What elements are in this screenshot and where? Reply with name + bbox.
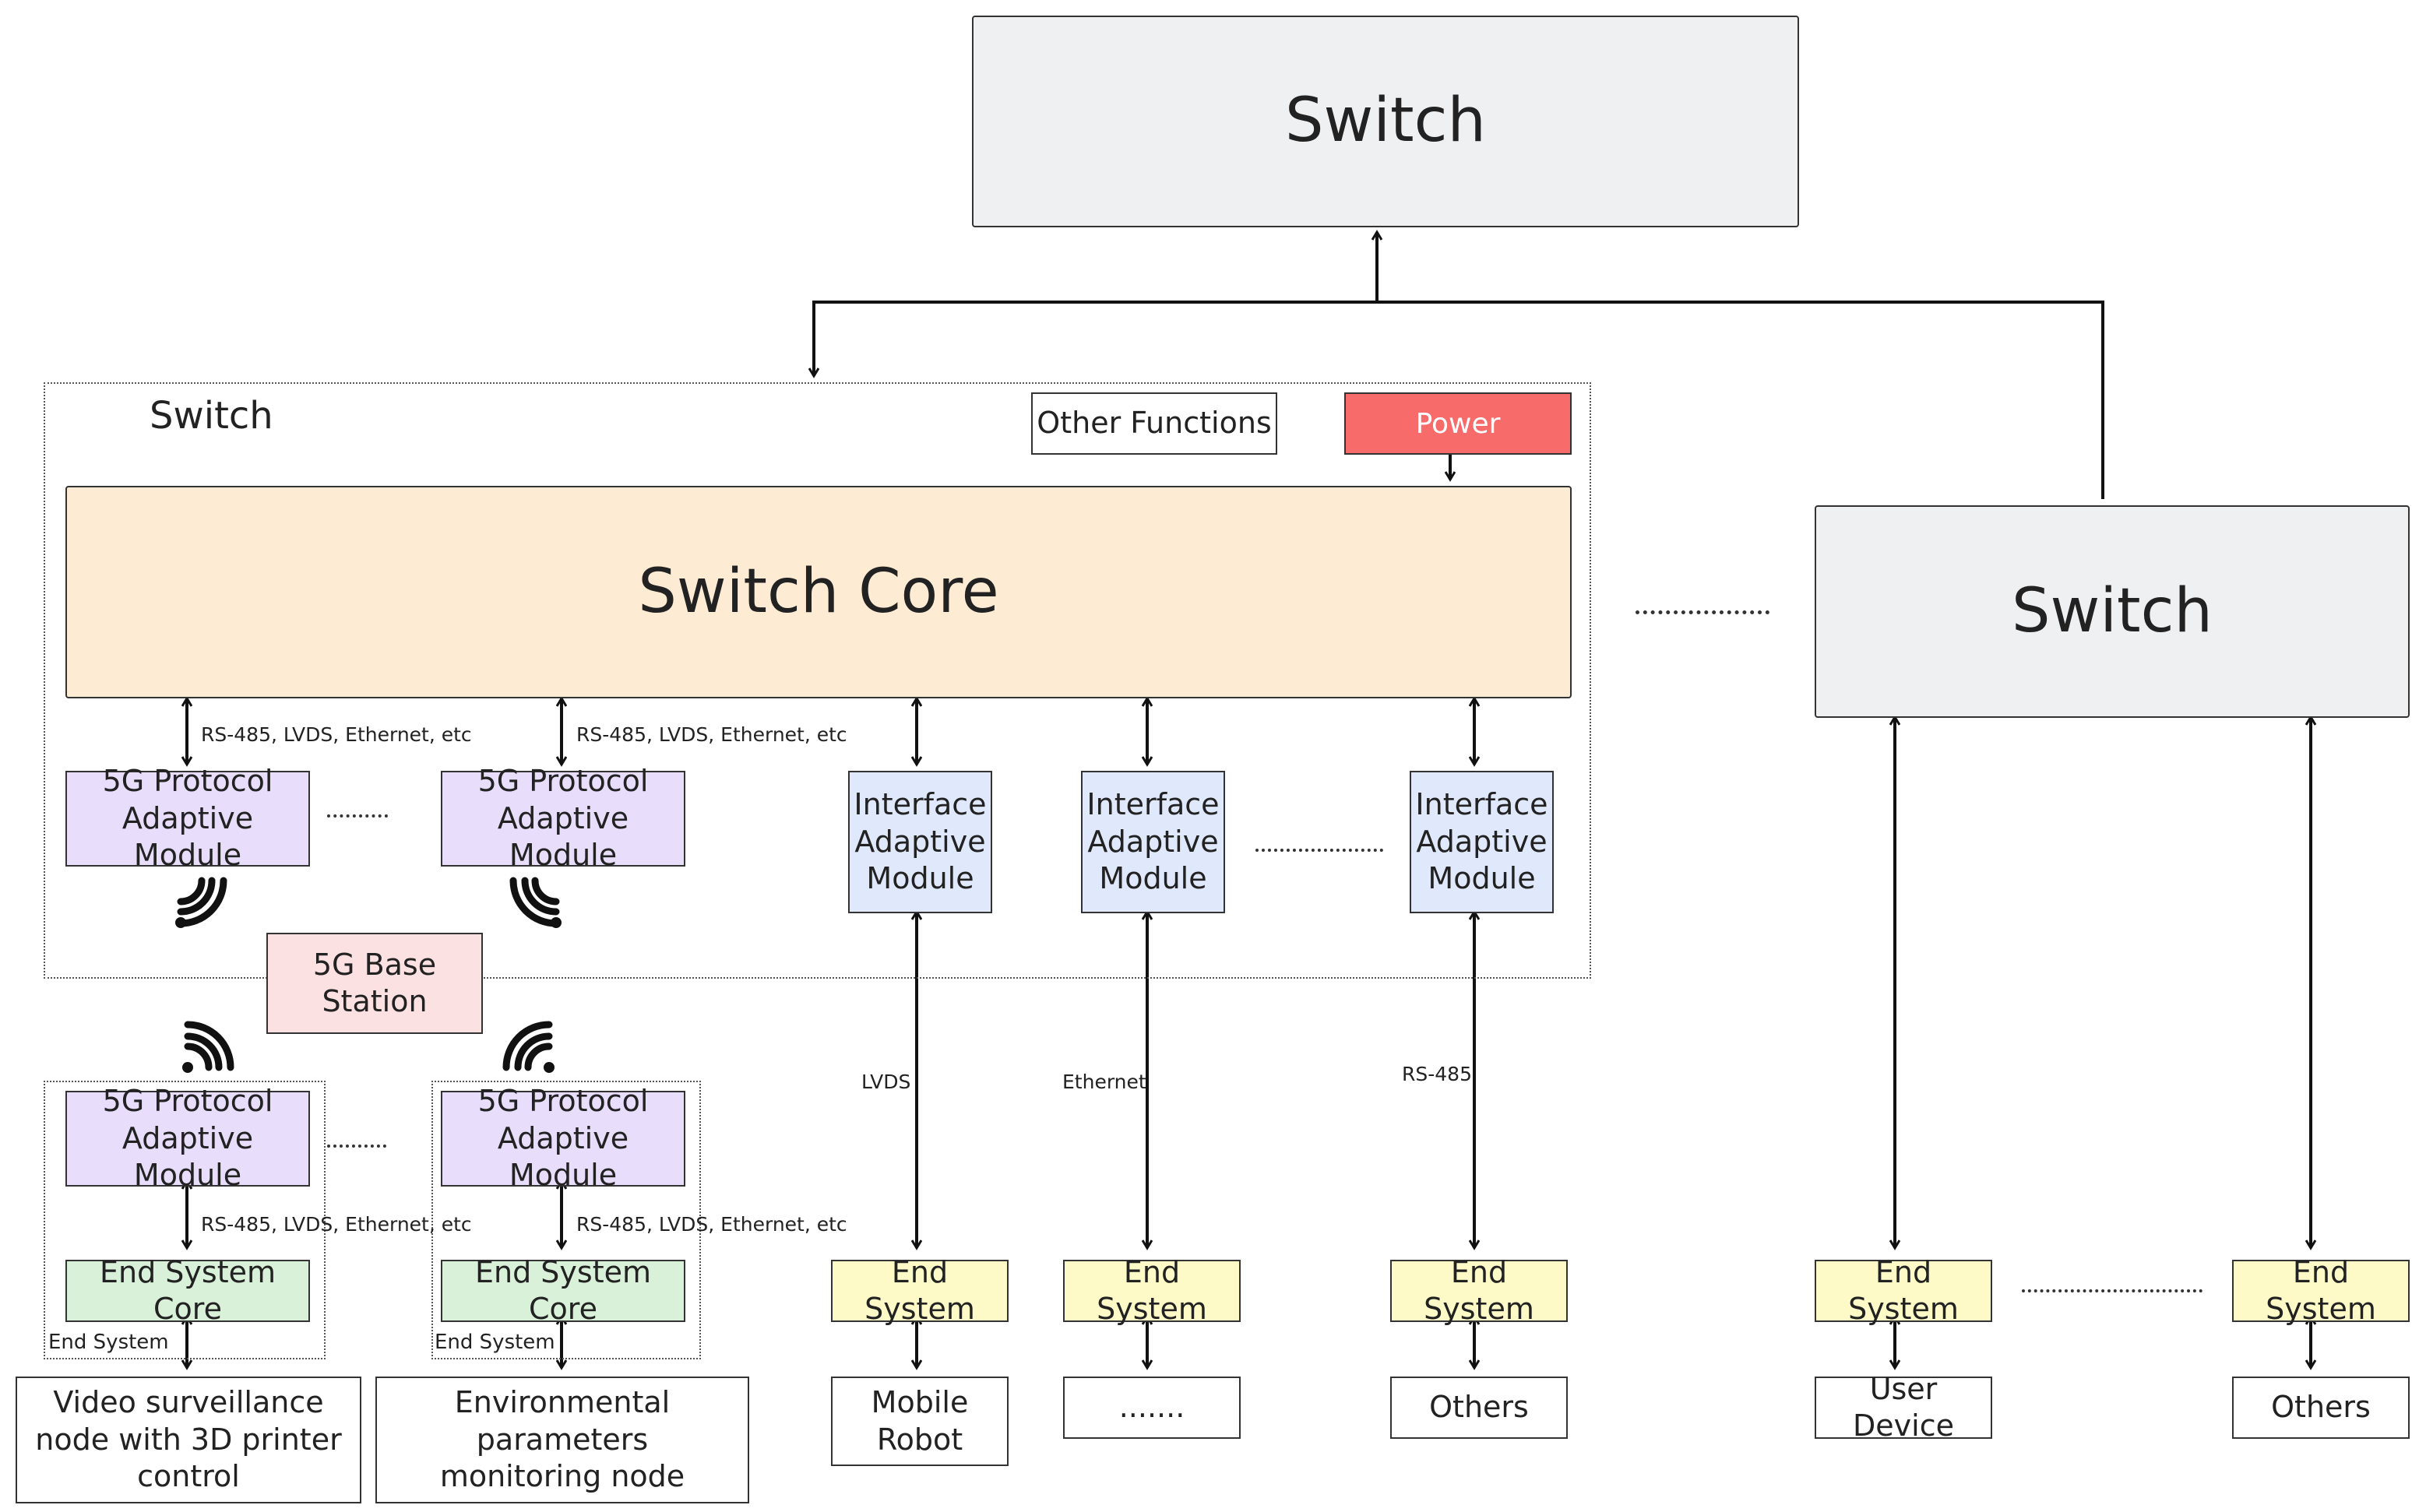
wireless-icon [175, 877, 227, 928]
5g-protocol-module-lower-right[interactable]: 5G Protocol Adaptive Module [441, 1084, 685, 1192]
end-system-frame-label: End System [48, 1331, 169, 1354]
main-switch-frame [44, 382, 1591, 979]
user-device-box[interactable]: User Device [1815, 1372, 1992, 1443]
ellipsis-dots [327, 1145, 386, 1148]
mobile-robot-box[interactable]: Mobile Robot [831, 1377, 1009, 1466]
end-system-core-left[interactable]: End System Core [65, 1255, 310, 1326]
end-system-1[interactable]: End System [831, 1255, 1009, 1326]
interface-module-3[interactable]: Interface Adaptive Module [1410, 771, 1554, 913]
top-switch[interactable]: Switch [972, 16, 1799, 227]
other-functions-box[interactable]: Other Functions [1031, 392, 1277, 455]
ellipsis-dots [1636, 610, 1769, 614]
ellipsis-device-box[interactable]: ....... [1063, 1377, 1241, 1439]
wireless-icon [509, 877, 562, 928]
others-device-box[interactable]: Others [1390, 1377, 1568, 1439]
switch-core[interactable]: Switch Core [65, 486, 1572, 698]
5g-base-station[interactable]: 5G Base Station [266, 933, 483, 1034]
wireless-icon [502, 1021, 555, 1073]
end-system-core-right[interactable]: End System Core [441, 1255, 685, 1326]
link-label: RS-485, LVDS, Ethernet, etc [576, 1213, 847, 1236]
power-box[interactable]: Power [1344, 392, 1572, 455]
end-system-5[interactable]: End System [2232, 1255, 2410, 1326]
ellipsis-dots [2022, 1289, 2202, 1292]
5g-protocol-module-upper-right[interactable]: 5G Protocol Adaptive Module [441, 764, 685, 872]
ellipsis-dots [1255, 849, 1383, 852]
end-system-4[interactable]: End System [1815, 1255, 1992, 1326]
main-switch-label: Switch [150, 394, 273, 438]
link-label: RS-485, LVDS, Ethernet, etc [201, 723, 472, 746]
end-system-frame-left [44, 1081, 326, 1359]
link-label: RS-485, LVDS, Ethernet, etc [576, 723, 847, 746]
link-label: RS-485, LVDS, Ethernet, etc [201, 1213, 472, 1236]
environmental-monitoring-node[interactable]: Environmental parameters monitoring node [375, 1377, 749, 1503]
end-system-2[interactable]: End System [1063, 1255, 1241, 1326]
link-label-lvds: LVDS [861, 1071, 911, 1093]
uplink-bus-line [814, 301, 2104, 499]
others-device-box[interactable]: Others [2232, 1377, 2410, 1439]
end-system-frame-right [431, 1081, 701, 1359]
end-system-frame-label: End System [435, 1331, 555, 1354]
5g-protocol-module-upper-left[interactable]: 5G Protocol Adaptive Module [65, 764, 310, 872]
interface-module-1[interactable]: Interface Adaptive Module [848, 771, 992, 913]
link-label-ethernet: Ethernet [1062, 1071, 1146, 1093]
link-label-rs485: RS-485 [1402, 1063, 1472, 1085]
video-surveillance-node[interactable]: Video surveillance node with 3D printer … [16, 1377, 361, 1503]
wireless-icon [182, 1021, 234, 1073]
interface-module-2[interactable]: Interface Adaptive Module [1081, 771, 1225, 913]
right-switch[interactable]: Switch [1815, 505, 2410, 718]
ellipsis-dots [327, 814, 388, 818]
5g-protocol-module-lower-left[interactable]: 5G Protocol Adaptive Module [65, 1084, 310, 1192]
end-system-3[interactable]: End System [1390, 1255, 1568, 1326]
